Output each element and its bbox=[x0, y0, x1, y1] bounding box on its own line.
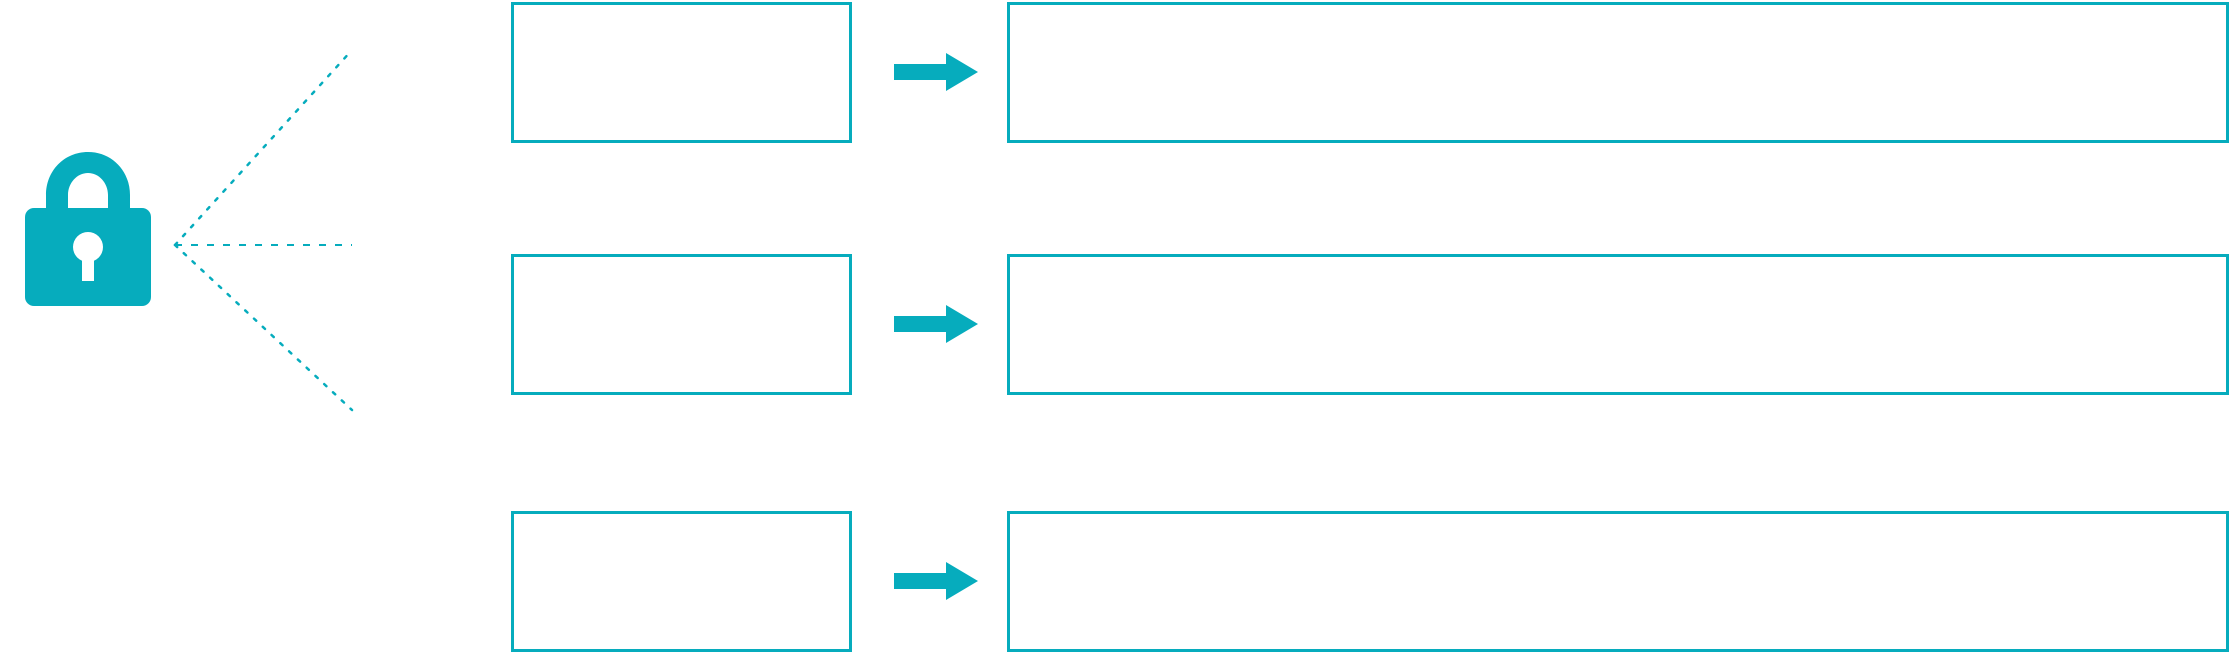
arrow-right-icon bbox=[894, 562, 978, 600]
stage-box-left-label bbox=[514, 257, 849, 277]
stage-box-right-label bbox=[1010, 257, 2226, 277]
diagram-row bbox=[0, 252, 2229, 397]
diagram-row bbox=[0, 509, 2229, 654]
stage-box-left[interactable] bbox=[511, 2, 852, 143]
arrow-right-icon bbox=[894, 305, 978, 343]
stage-box-right-label bbox=[1010, 5, 2226, 25]
stage-box-right[interactable] bbox=[1007, 2, 2229, 143]
arrow-right-icon bbox=[894, 53, 978, 91]
diagram-row bbox=[0, 0, 2229, 145]
stage-box-left[interactable] bbox=[511, 254, 852, 395]
stage-box-left[interactable] bbox=[511, 511, 852, 652]
stage-box-right[interactable] bbox=[1007, 254, 2229, 395]
stage-box-left-label bbox=[514, 5, 849, 25]
stage-box-right-label bbox=[1010, 514, 2226, 534]
lock-icon bbox=[25, 152, 151, 306]
stage-box-left-label bbox=[514, 514, 849, 534]
stage-box-right[interactable] bbox=[1007, 511, 2229, 652]
